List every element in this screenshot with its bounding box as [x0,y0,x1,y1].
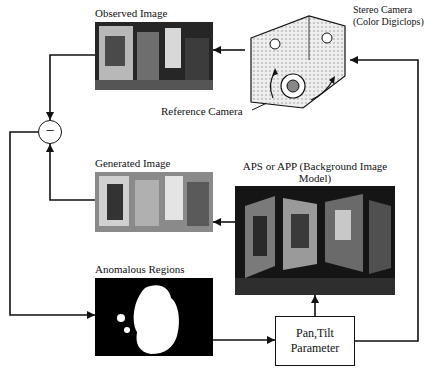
flow-arrow [213,46,245,54]
arrow-head [311,295,319,303]
image-panel: Generated Image [95,172,213,232]
image-panel: Anomalous Regions [95,278,213,356]
arrow-head [46,112,54,120]
node-text: Generated Image [95,157,170,170]
arrow-head [267,336,275,344]
arrow-head [213,46,221,54]
camera-node: Stereo Camera (Color Digiclops) [245,10,350,112]
flow-arrow [311,295,319,316]
node-text: APS or APP (Background Image Model) [240,160,390,184]
node-text: − [45,123,54,139]
flow-arrow [10,132,95,319]
process-box: Pan,Tilt Parameter [275,316,355,366]
node-text: Observed Image [95,7,167,20]
generated-photo [95,172,213,232]
stereo-camera-illustration [245,10,350,112]
subtract-circle: − [38,120,62,144]
node-text: Anomalous Regions [95,263,185,276]
node-text: Pan,Tilt Parameter [282,326,348,356]
anomaly-mask [95,278,213,356]
arrow-head [350,56,358,64]
flow-arrow [213,218,235,226]
arrow-head [213,218,221,226]
node-text: Stereo Camera (Color Digiclops) [353,4,435,28]
image-panel: Observed Image [95,22,213,90]
background-model-panorama [235,186,395,295]
connector-line [50,144,95,200]
image-panel: APS or APP (Background Image Model) [235,186,395,295]
flow-arrow [213,336,275,344]
arrow-head [46,144,54,152]
connector-line [213,339,275,341]
connector-line [10,132,95,315]
callout-label: Reference Camera [160,105,244,118]
observed-photo [95,22,213,90]
flow-arrow [46,144,95,200]
flow-arrow [46,55,95,120]
connector-line [50,55,95,120]
arrow-head [87,311,95,319]
